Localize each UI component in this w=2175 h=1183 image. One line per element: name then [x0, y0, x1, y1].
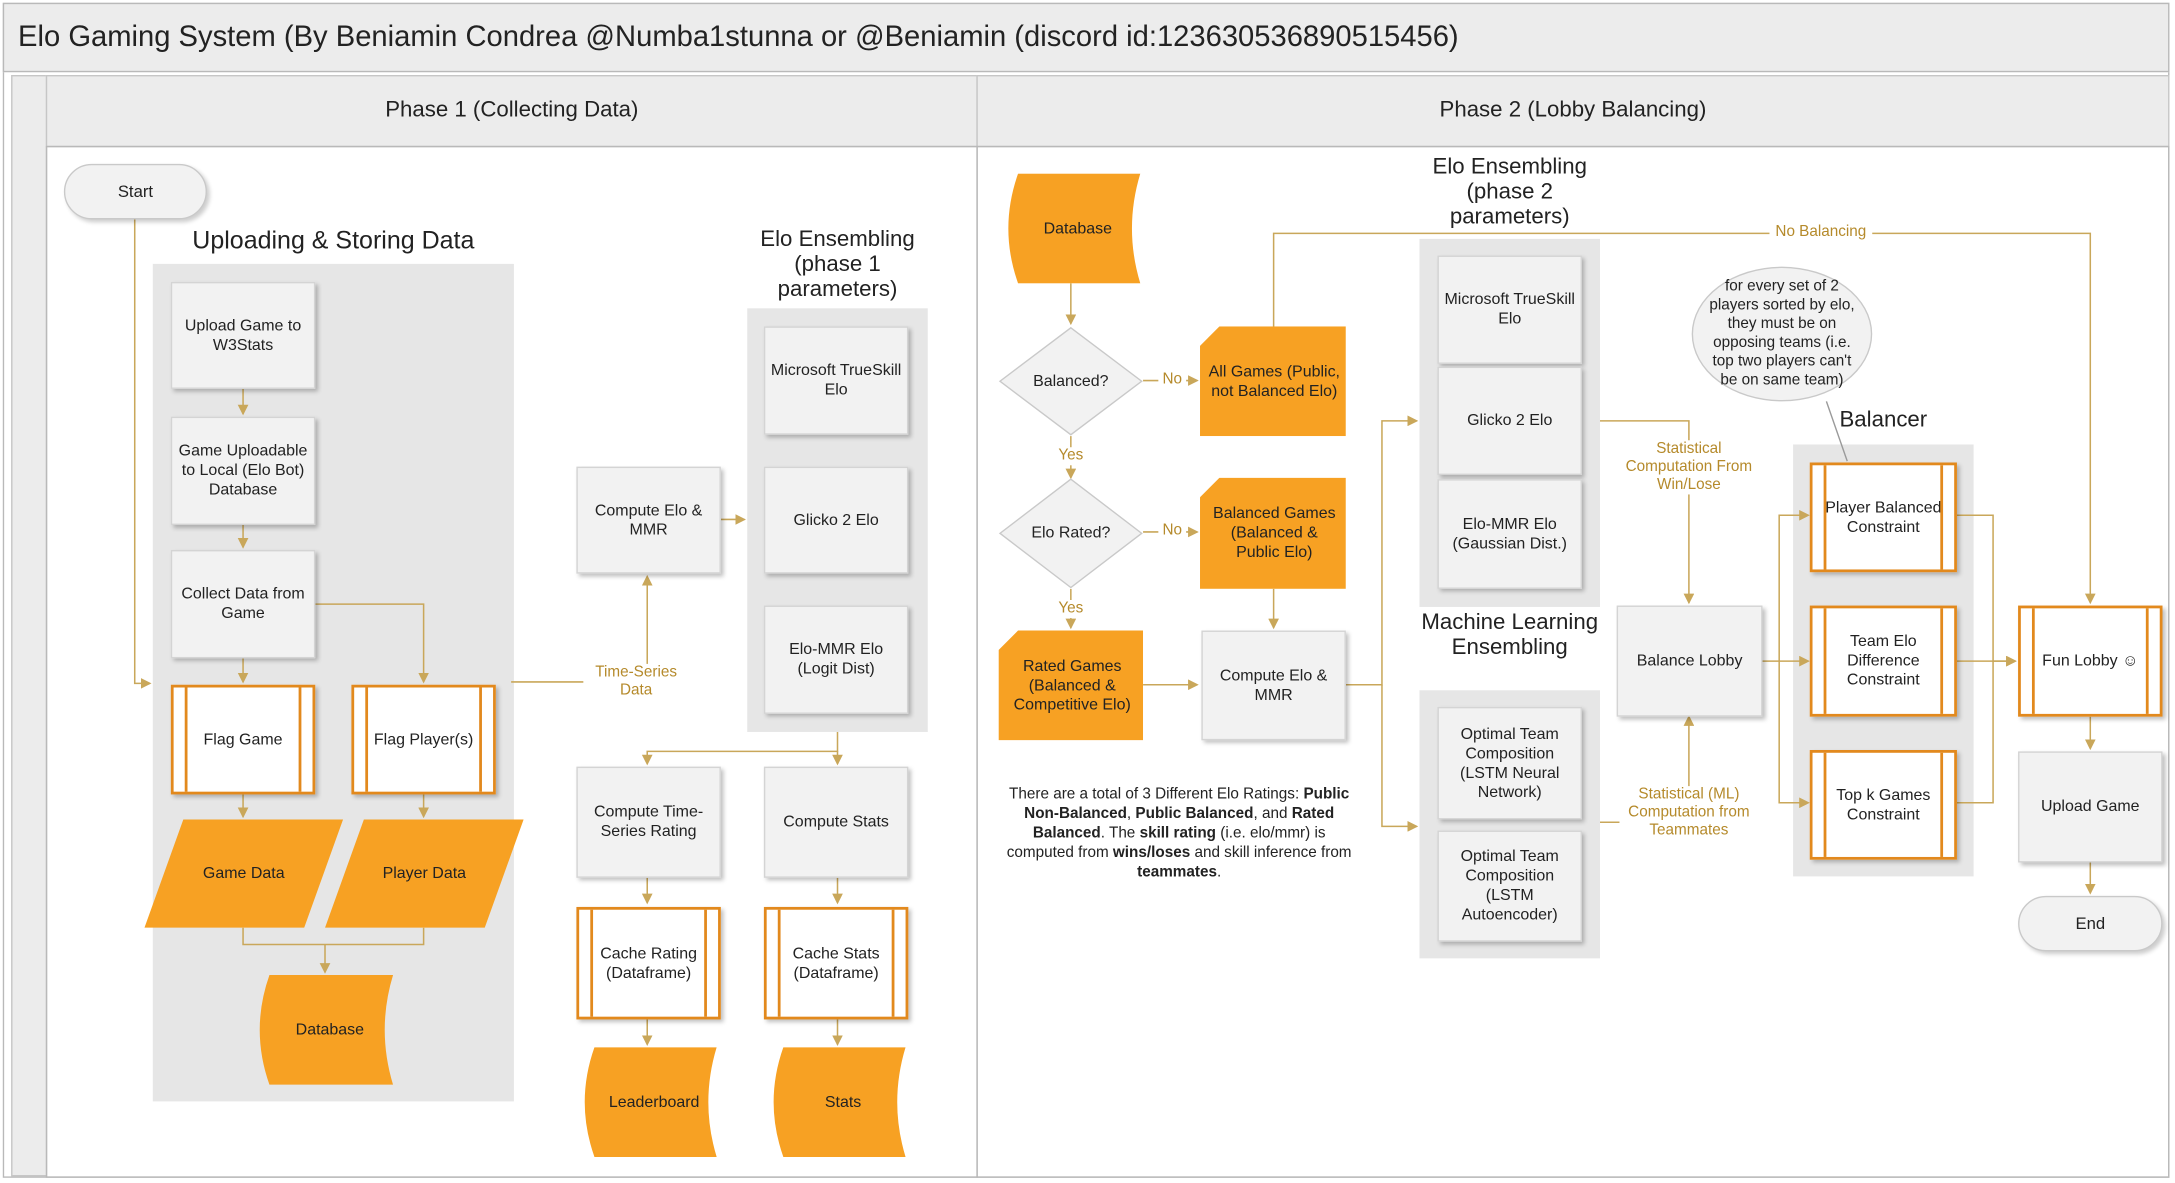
note-bold-2: Public Balanced — [1135, 805, 1254, 823]
ensembling2-title: Elo Ensembling (phase 2 parameters) — [1432, 155, 1587, 230]
no-label-1: No — [1158, 370, 1187, 389]
no-balancing-label: No Balancing — [1769, 223, 1873, 242]
rated-games-label: Rated Games (Balanced & Competitive Elo) — [1013, 657, 1131, 714]
player-data-label: Player Data — [382, 865, 467, 882]
stat-ml-label: Statistical (ML) Computation from Teamma… — [1619, 786, 1759, 841]
elo-ratings-note: There are a total of 3 Different Elo Rat… — [997, 785, 1361, 882]
cache-rating-subprocess: Cache Rating (Dataframe) — [576, 906, 721, 1020]
note-bold-4: skill rating — [1139, 825, 1217, 842]
database1-storage: Database — [250, 975, 410, 1085]
all-games-card: All Games (Public, not Balanced Elo) — [1200, 326, 1346, 437]
note-text-3: , and — [1253, 805, 1292, 823]
database2-storage: Database — [999, 173, 1157, 284]
upload-game-w3stats-step: Upload Game to W3Stats — [170, 281, 316, 389]
glicko1-step: Glicko 2 Elo — [763, 466, 909, 574]
database2-label: Database — [1043, 220, 1112, 237]
compute-stats-step: Compute Stats — [763, 766, 909, 878]
yes-label-2: Yes — [1054, 600, 1088, 619]
lstm-autoencoder-step: Optimal Team Composition (LSTM Autoencod… — [1437, 830, 1582, 942]
note-text-7: . — [1216, 863, 1222, 881]
leaderboard-label: Leaderboard — [608, 1093, 700, 1111]
rated-games-card: Rated Games (Balanced & Competitive Elo) — [998, 630, 1144, 741]
note-text-6: and skill inference from — [1190, 844, 1352, 862]
flag-players-subprocess: Flag Player(s) — [351, 684, 496, 795]
flag-game-subprocess: Flag Game — [170, 684, 316, 795]
no-label-2: No — [1158, 522, 1187, 541]
phase2-lane — [976, 145, 2170, 1178]
note-text-4: . The — [1100, 825, 1140, 842]
glicko2-step: Glicko 2 Elo — [1437, 366, 1582, 476]
trueskill1-step: Microsoft TrueSkill Elo — [763, 326, 909, 435]
ml-ensembling-title: Machine Learning Ensembling — [1421, 611, 1599, 660]
all-games-label: All Games (Public, not Balanced Elo) — [1208, 363, 1341, 400]
phase1-header: Phase 1 (Collecting Data) — [45, 75, 978, 148]
ensembling1-title: Elo Ensembling (phase 1 parameters) — [760, 227, 915, 302]
balancing-rule-callout: for every set of 2 players sorted by elo… — [1691, 266, 1873, 402]
note-text-5: (i.e. elo/mmr) is computed from — [1006, 825, 1326, 862]
stat-win-lose-label: Statistical Computation From Win/Lose — [1625, 440, 1753, 495]
game-data-io: Game Data — [144, 819, 344, 928]
player-balanced-constraint: Player Balanced Constraint — [1809, 462, 1957, 573]
top-k-games-constraint: Top k Games Constraint — [1809, 750, 1957, 860]
balance-lobby-step: Balance Lobby — [1616, 605, 1763, 717]
time-series-data-label: Time-Series Data — [583, 663, 689, 701]
team-elo-difference-constraint: Team Elo Difference Constraint — [1809, 605, 1957, 717]
note-bold-1: Public Non-Balanced — [1024, 786, 1350, 823]
end-terminator: End — [2018, 895, 2163, 952]
phase2-header: Phase 2 (Lobby Balancing) — [976, 75, 2170, 148]
compute-elo2-step: Compute Elo & MMR — [1201, 630, 1346, 741]
cache-stats-subprocess: Cache Stats (Dataframe) — [763, 906, 909, 1020]
balanced-decision: Balanced? — [998, 326, 1143, 436]
note-text-2: , — [1126, 805, 1136, 823]
elo-rated-decision: Elo Rated? — [998, 478, 1143, 589]
trueskill2-step: Microsoft TrueSkill Elo — [1437, 255, 1582, 364]
stats-storage: Stats — [764, 1047, 922, 1157]
upload-group-title: Uploading & Storing Data — [192, 226, 475, 255]
diagram-title: Elo Gaming System (By Beniamin Condrea @… — [18, 20, 1459, 53]
balanced-games-label: Balanced Games (Balanced & Public Elo) — [1213, 505, 1336, 562]
note-bold-5: wins/loses — [1112, 844, 1191, 862]
upload-group — [152, 263, 514, 1102]
compute-elo1-step: Compute Elo & MMR — [576, 466, 721, 574]
stats-label: Stats — [824, 1093, 862, 1111]
elo-mmr2-step: Elo-MMR Elo (Gaussian Dist.) — [1437, 479, 1582, 589]
elo-rated-decision-label: Elo Rated? — [1031, 525, 1111, 542]
upload-game-step: Upload Game — [2018, 751, 2163, 863]
elo-mmr1-step: Elo-MMR Elo (Logit Dist) — [763, 605, 909, 714]
balanced-decision-label: Balanced? — [1033, 372, 1109, 390]
collect-data-step: Collect Data from Game — [170, 550, 316, 659]
balanced-games-card: Balanced Games (Balanced & Public Elo) — [1200, 477, 1346, 589]
game-data-label: Game Data — [202, 865, 285, 882]
compute-time-series-step: Compute Time-Series Rating — [576, 766, 721, 878]
balancer-title: Balancer — [1839, 408, 1928, 432]
lstm-neural-network-step: Optimal Team Composition (LSTM Neural Ne… — [1437, 706, 1582, 820]
fun-lobby-subprocess: Fun Lobby ☺ — [2018, 605, 2163, 717]
lane-left-strip — [11, 75, 48, 1177]
game-uploadable-step: Game Uploadable to Local (Elo Bot) Datab… — [170, 416, 316, 526]
note-text-1: There are a total of 3 Different Elo Rat… — [1009, 786, 1304, 803]
database1-label: Database — [295, 1021, 365, 1039]
leaderboard-storage: Leaderboard — [575, 1047, 733, 1157]
start-terminator: Start — [63, 163, 207, 220]
title-bar: Elo Gaming System (By Beniamin Condrea @… — [2, 2, 2170, 73]
note-bold-6: teammates — [1137, 863, 1217, 881]
player-data-io: Player Data — [325, 819, 524, 928]
note-bold-3: Rated Balanced — [1032, 805, 1335, 842]
yes-label-1: Yes — [1054, 447, 1088, 466]
